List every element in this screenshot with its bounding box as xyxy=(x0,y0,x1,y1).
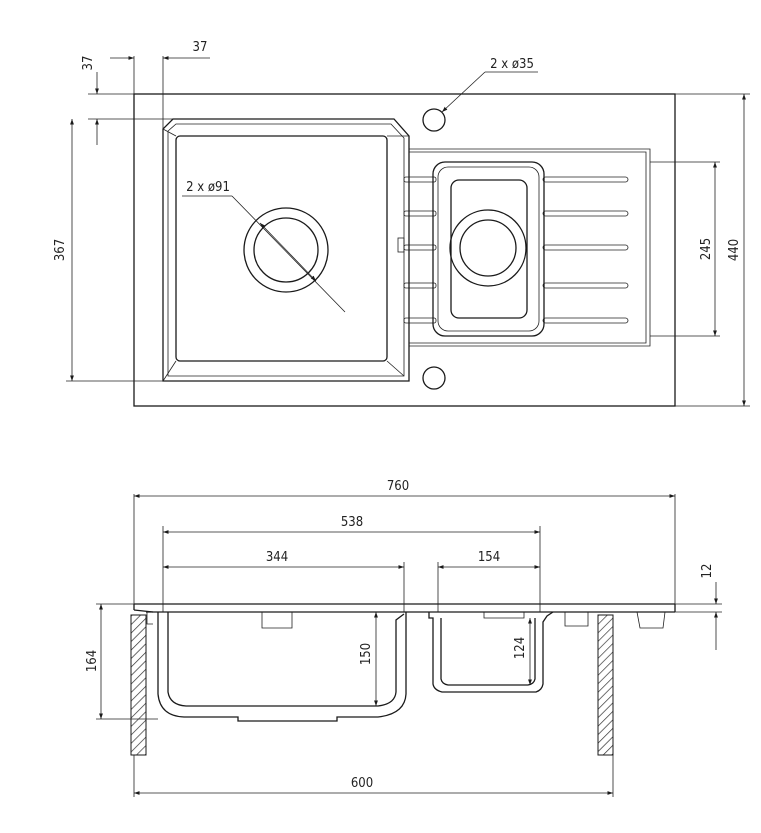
dim-bowls-span-label: 538 xyxy=(341,515,363,530)
dim-overall-width-label: 760 xyxy=(387,479,409,494)
dim-main-bowl-width: 344 xyxy=(163,550,405,612)
dim-cabinet-width-label: 600 xyxy=(351,776,373,791)
top-view: 37 37 367 2 x ø35 2 x xyxy=(53,40,750,407)
dim-drain-label: 2 x ø91 xyxy=(186,180,230,195)
dim-total-height: 164 xyxy=(85,603,158,720)
dim-small-bowl-width-label: 154 xyxy=(478,550,500,565)
dim-bowls-span: 538 xyxy=(162,515,541,612)
cabinet-wall-right xyxy=(597,614,614,756)
small-bowl xyxy=(432,161,545,337)
dim-overall-width: 760 xyxy=(133,479,676,604)
dim-left-offset: 37 xyxy=(110,40,210,129)
dim-small-bowl-height: 124 xyxy=(513,618,532,685)
dim-small-bowl-width: 154 xyxy=(437,550,540,612)
small-drain xyxy=(449,209,527,287)
sink-rim xyxy=(133,603,676,613)
drainer-grooves xyxy=(403,176,629,324)
dim-small-bowl-depth-label: 245 xyxy=(699,238,714,260)
drainer-board xyxy=(409,148,651,347)
cabinet-wall-left xyxy=(130,614,147,756)
sink-outline xyxy=(133,93,676,407)
dim-overall-depth: 440 xyxy=(675,93,750,407)
mounting-clips xyxy=(261,611,666,629)
tap-hole-lower xyxy=(422,366,446,390)
dim-cabinet-width: 600 xyxy=(133,755,614,797)
dim-main-bowl-height-label: 150 xyxy=(359,643,374,665)
small-bowl-section xyxy=(428,611,554,693)
dim-total-height-label: 164 xyxy=(85,650,100,672)
main-drain xyxy=(243,207,329,293)
dim-main-bowl-height: 150 xyxy=(359,612,378,706)
dim-bowl-depth: 367 xyxy=(53,119,163,382)
dim-rim-thickness-label: 12 xyxy=(700,564,715,579)
dim-left-offset-label: 37 xyxy=(193,40,208,55)
tap-hole-upper xyxy=(422,108,446,132)
dim-bowl-depth-label: 367 xyxy=(53,239,68,261)
dim-tap-holes-label: 2 x ø35 xyxy=(490,57,534,72)
main-bowl-section xyxy=(146,612,407,722)
dim-tap-holes: 2 x ø35 xyxy=(441,57,538,113)
dim-overall-depth-label: 440 xyxy=(727,239,742,261)
dim-small-bowl-depth: 245 xyxy=(650,161,720,337)
dim-main-bowl-width-label: 344 xyxy=(266,550,288,565)
dim-small-bowl-height-label: 124 xyxy=(513,637,528,659)
side-view: 760 538 344 154 xyxy=(85,479,722,797)
dim-top-offset: 37 xyxy=(81,56,173,145)
dim-drain: 2 x ø91 xyxy=(182,180,346,313)
dim-top-offset-label: 37 xyxy=(81,56,96,71)
dim-rim-thickness: 12 xyxy=(675,564,722,650)
